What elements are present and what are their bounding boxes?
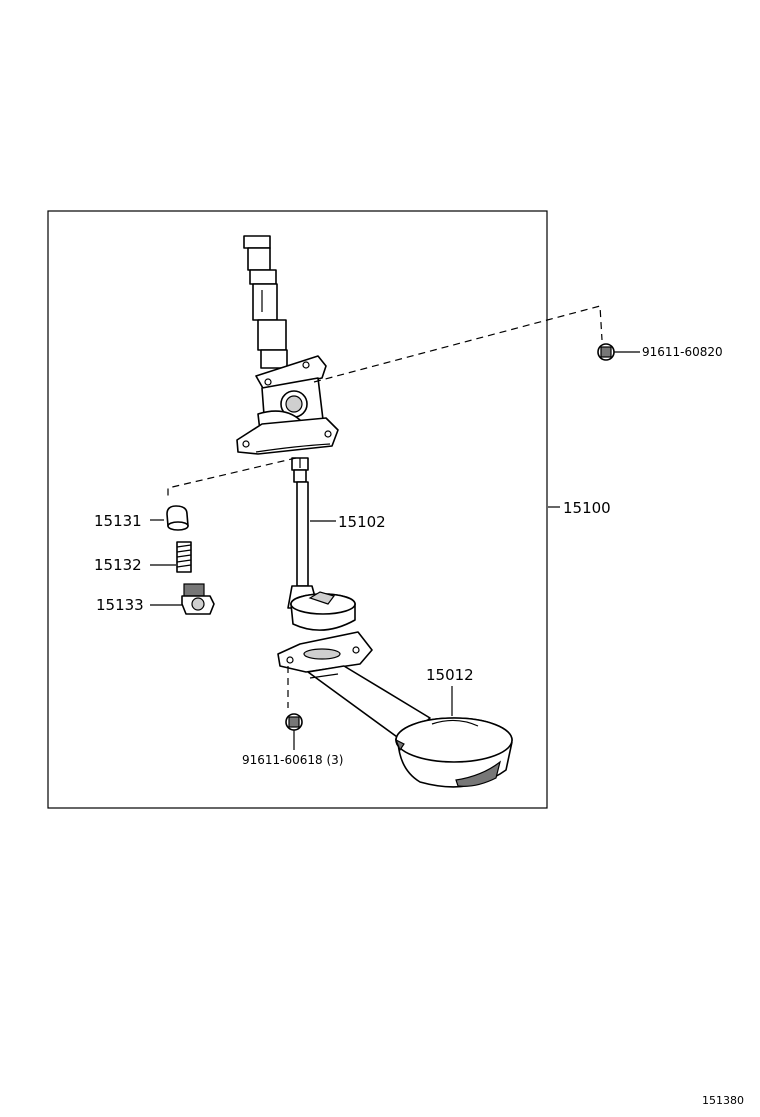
label-strainer: 15012 bbox=[426, 666, 474, 684]
upper-bolt-leader bbox=[313, 305, 603, 383]
oil-pump-body bbox=[236, 235, 339, 455]
label-shaft: 15102 bbox=[338, 513, 386, 531]
label-relief-plug: 15133 bbox=[96, 596, 144, 614]
strainer-assembly bbox=[277, 631, 513, 788]
label-relief-plunger: 15131 bbox=[94, 512, 142, 530]
label-relief-spring: 15132 bbox=[94, 556, 142, 574]
intermediate-shaft bbox=[287, 457, 356, 631]
assembly-frame bbox=[47, 210, 548, 809]
figure-code: 151380 bbox=[702, 1094, 744, 1107]
bolt-upper-icon bbox=[597, 343, 615, 361]
relief-spring bbox=[176, 541, 192, 573]
bolt-lower-icon bbox=[285, 713, 303, 731]
label-bolt-lower: 91611-60618 (3) bbox=[242, 753, 344, 767]
relief-valve-leader bbox=[167, 457, 297, 500]
relief-plug bbox=[181, 583, 215, 615]
label-assembly: 15100 bbox=[563, 499, 611, 517]
relief-plunger bbox=[166, 505, 189, 531]
label-bolt-upper: 91611-60820 bbox=[642, 345, 723, 359]
